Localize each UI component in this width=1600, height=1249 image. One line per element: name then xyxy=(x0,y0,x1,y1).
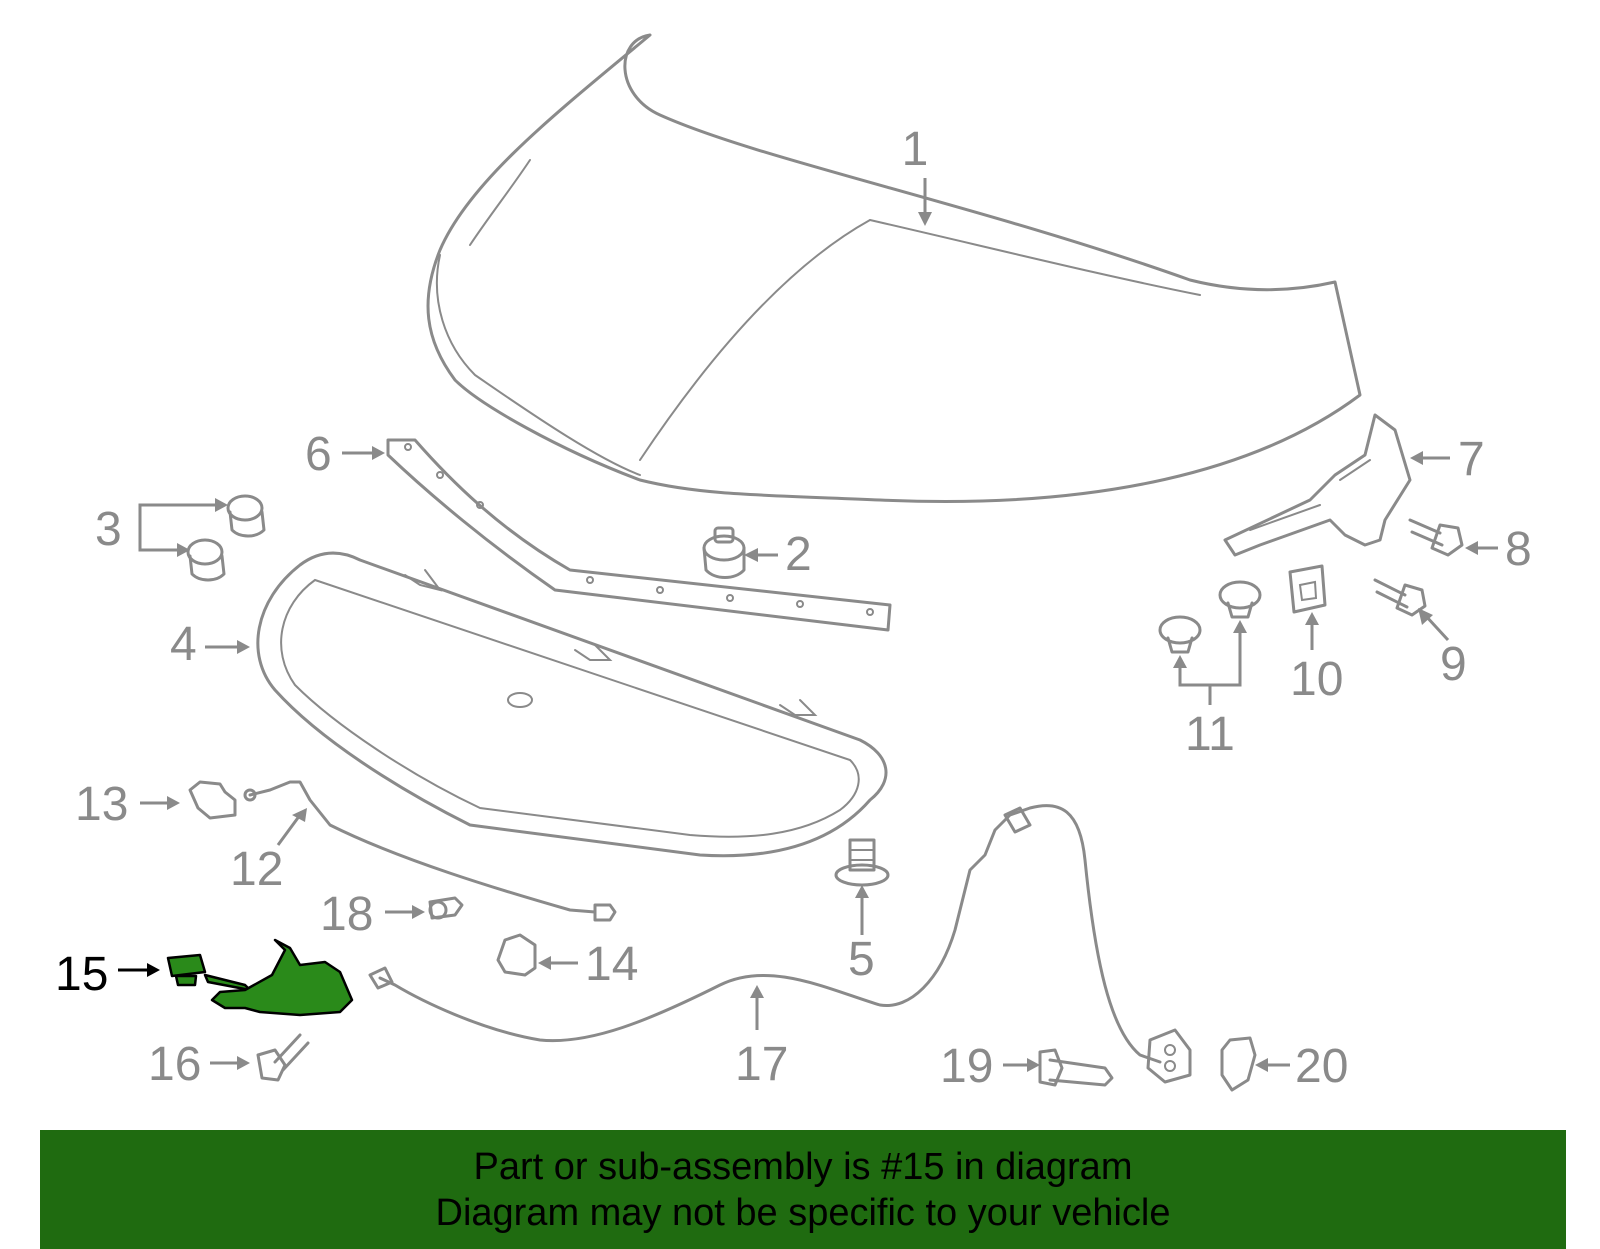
svg-text:3: 3 xyxy=(95,503,122,556)
callout-20: 20 xyxy=(1255,1040,1348,1093)
svg-text:12: 12 xyxy=(230,843,283,896)
svg-text:1: 1 xyxy=(902,123,929,176)
svg-text:5: 5 xyxy=(848,933,875,986)
part-11-grommets xyxy=(1158,580,1262,654)
part-15-hood-latch xyxy=(166,938,354,1017)
part-14-clip xyxy=(496,933,537,977)
banner-line-2: Diagram may not be specific to your vehi… xyxy=(435,1192,1171,1234)
callout-16: 16 xyxy=(148,1038,250,1091)
svg-text:17: 17 xyxy=(735,1038,788,1091)
part-9-bolt xyxy=(1373,578,1427,617)
callout-8: 8 xyxy=(1465,523,1532,576)
part-17-cable xyxy=(368,804,1192,1084)
callout-19: 19 xyxy=(940,1040,1040,1093)
svg-text:10: 10 xyxy=(1290,653,1343,706)
callout-2: 2 xyxy=(744,528,812,581)
svg-text:20: 20 xyxy=(1295,1040,1348,1093)
svg-text:16: 16 xyxy=(148,1038,201,1091)
banner-line-1: Part or sub-assembly is #15 in diagram xyxy=(473,1146,1133,1188)
part-20-clip xyxy=(1220,1036,1257,1092)
svg-text:9: 9 xyxy=(1440,638,1467,691)
part-5-clip xyxy=(834,838,890,887)
callout-3: 3 xyxy=(95,498,228,557)
part-1-hood xyxy=(426,33,1362,503)
svg-text:18: 18 xyxy=(320,888,373,941)
part-16-bolt xyxy=(256,1033,310,1082)
callout-9: 9 xyxy=(1418,608,1467,691)
svg-text:13: 13 xyxy=(75,778,128,831)
part-19-bolt xyxy=(1038,1048,1114,1087)
svg-text:6: 6 xyxy=(305,428,332,481)
svg-text:15: 15 xyxy=(55,948,108,1001)
info-banner: Part or sub-assembly is #15 in diagram D… xyxy=(40,1130,1566,1249)
callout-14: 14 xyxy=(538,938,638,991)
part-8-bolt xyxy=(1408,518,1464,557)
callout-15: 15 xyxy=(55,948,160,1001)
callout-7: 7 xyxy=(1410,433,1485,486)
callout-17: 17 xyxy=(735,985,788,1091)
part-7-hinge xyxy=(1223,413,1412,557)
callout-1: 1 xyxy=(902,123,932,226)
callout-5: 5 xyxy=(848,885,875,986)
svg-text:8: 8 xyxy=(1505,523,1532,576)
svg-text:14: 14 xyxy=(585,938,638,991)
callout-6: 6 xyxy=(305,428,385,481)
callout-10: 10 xyxy=(1290,612,1343,706)
part-2-bumper xyxy=(702,526,746,579)
part-12-prop-rod xyxy=(243,780,617,922)
svg-text:7: 7 xyxy=(1458,433,1485,486)
part-3-stoppers xyxy=(186,494,266,582)
part-18-clip xyxy=(428,896,464,920)
part-6-seal xyxy=(386,438,892,632)
svg-text:19: 19 xyxy=(940,1040,993,1093)
callout-13: 13 xyxy=(75,778,180,831)
part-13-holder xyxy=(188,780,237,820)
callout-18: 18 xyxy=(320,888,425,941)
callout-12: 12 xyxy=(230,808,307,896)
callout-11: 11 xyxy=(1173,620,1247,761)
svg-text:4: 4 xyxy=(170,618,197,671)
part-10-clip-nut xyxy=(1288,564,1327,614)
part-4-liner xyxy=(256,551,888,858)
svg-text:2: 2 xyxy=(785,528,812,581)
svg-text:11: 11 xyxy=(1185,708,1235,761)
callout-4: 4 xyxy=(170,618,250,671)
callouts: 1 2 3 4 5 6 xyxy=(55,123,1532,1093)
